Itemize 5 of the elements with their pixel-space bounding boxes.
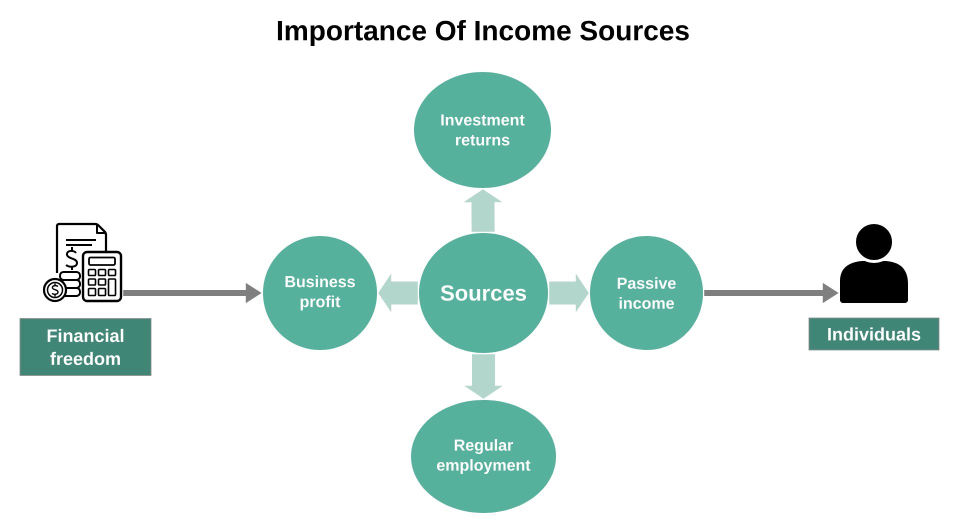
finance-icon [42,222,122,302]
label-box: Individuals [808,318,940,350]
title: Importance Of Income Sources [278,20,689,46]
label-box: Financial freedom [20,318,152,376]
person-icon [840,221,908,303]
